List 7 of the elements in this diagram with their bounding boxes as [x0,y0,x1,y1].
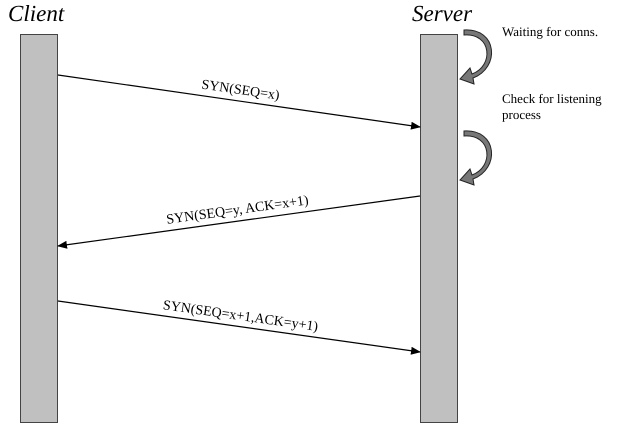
participant-title: Server [412,0,472,28]
note-text: Waiting for conns. [502,24,600,40]
message-arrow [58,300,421,355]
note-text: Check for listening process [502,91,603,123]
message-arrow [58,74,421,130]
participant-title: Client [8,0,64,28]
message-arrow [57,195,420,249]
